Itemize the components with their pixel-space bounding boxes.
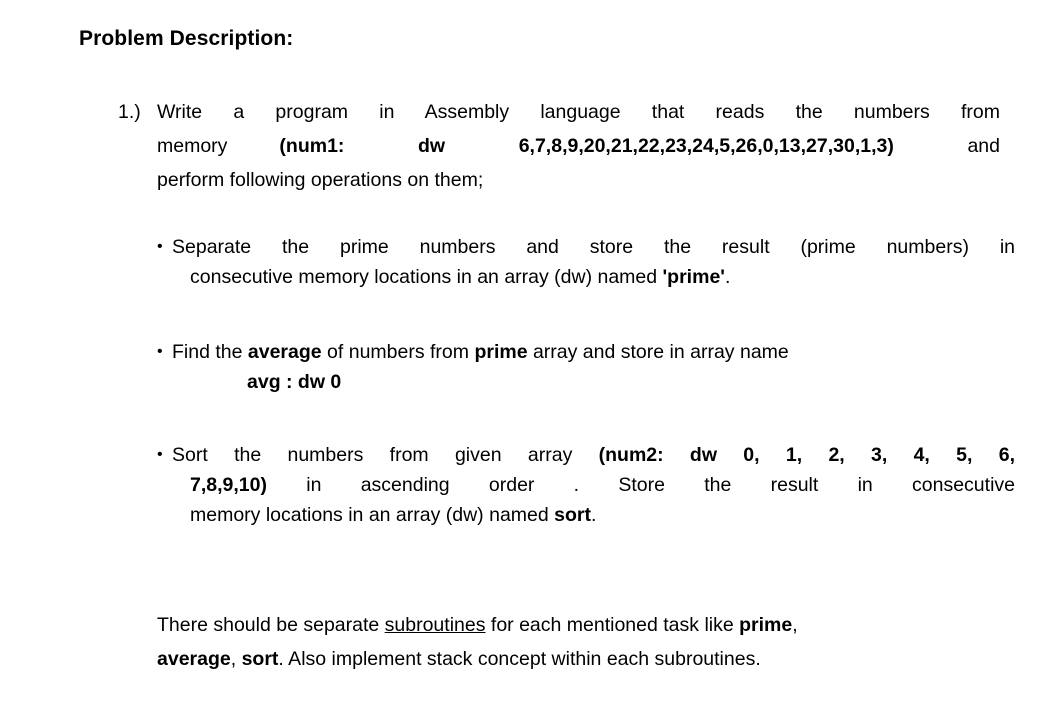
- numbered-item-line-2: memory (num1: dw 6,7,8,9,20,21,22,23,24,5…: [157, 129, 1000, 163]
- numbered-item-1: 1.) Write a program in Assembly language…: [118, 95, 1000, 197]
- numbered-item-line-3: perform following operations on them;: [157, 169, 484, 191]
- array-and-store-text: array and store in array name: [527, 341, 789, 363]
- numbered-item-line-1: Write a program in Assembly language tha…: [157, 101, 1000, 123]
- page-title: Problem Description:: [79, 27, 294, 50]
- num2-array-definition-part2: 7,8,9,10): [190, 474, 267, 496]
- closing-line-2: average, sort. Also implement stack conc…: [157, 642, 1000, 676]
- bullet-prime-line-2-text: consecutive memory locations in an array…: [190, 266, 663, 288]
- memory-label: memory: [157, 135, 228, 157]
- bullet-sort-period: .: [590, 504, 597, 526]
- list-number-marker: 1.): [118, 101, 141, 123]
- bullet-sort-line-3: memory locations in an array (dw) named …: [172, 500, 1015, 530]
- sort-intro-text: Sort the numbers from given array: [172, 444, 599, 466]
- spacer: [267, 474, 306, 496]
- memory-locations-text: memory locations in an array (dw) named: [190, 504, 555, 526]
- there-should-be-text: There should be separate: [157, 614, 385, 636]
- closing-comma: ,: [792, 614, 798, 636]
- and-word: and: [967, 135, 1000, 157]
- closing-line-1: There should be separate subroutines for…: [157, 608, 1000, 642]
- average-keyword: average: [247, 341, 322, 363]
- closing-paragraph: There should be separate subroutines for…: [157, 608, 1000, 676]
- of-numbers-from-text: of numbers from: [321, 341, 475, 363]
- sort-array-name: sort: [554, 504, 591, 526]
- bullet-item-average: • Find the average of numbers from prime…: [157, 337, 1015, 397]
- num2-array-definition-part1: (num2: dw 0, 1, 2, 3, 4, 5, 6,: [598, 444, 1015, 466]
- sort-keyword: sort: [241, 648, 279, 670]
- average-keyword: average: [157, 648, 231, 670]
- numbered-item-body: Write a program in Assembly language tha…: [157, 95, 1000, 197]
- bullet-item-sort: • Sort the numbers from given array (num…: [157, 440, 1015, 530]
- bullet-prime-line-1: Separate the prime numbers and store the…: [172, 236, 1015, 258]
- ascending-order-text: in ascending order . Store the result in…: [306, 474, 1015, 496]
- bullet-dot-icon: •: [157, 343, 163, 360]
- bullet-prime-period: .: [724, 266, 731, 288]
- bullet-text-sort: Sort the numbers from given array (num2:…: [172, 440, 1015, 530]
- prime-keyword: prime: [739, 614, 793, 636]
- bullet-dot-icon: •: [157, 238, 163, 255]
- prime-array-name: 'prime': [662, 266, 725, 288]
- stack-concept-text: . Also implement stack concept within ea…: [278, 648, 761, 670]
- closing-comma-2: ,: [230, 648, 242, 670]
- avg-array-definition: avg : dw 0: [247, 371, 342, 393]
- bullet-average-line-1: Find the average of numbers from prime a…: [172, 337, 1015, 367]
- line-2-suffix: [894, 135, 968, 157]
- bullet-text-prime: Separate the prime numbers and store the…: [172, 232, 1015, 292]
- bullet-item-prime: • Separate the prime numbers and store t…: [157, 232, 1015, 292]
- find-the-text: Find the: [172, 341, 248, 363]
- for-each-task-text: for each mentioned task like: [485, 614, 740, 636]
- prime-keyword: prime: [474, 341, 528, 363]
- subroutines-underlined: subroutines: [384, 614, 486, 636]
- bullet-text-average: Find the average of numbers from prime a…: [172, 337, 1015, 397]
- num1-array-definition: (num1: dw 6,7,8,9,20,21,22,23,24,5,26,0,…: [279, 135, 894, 157]
- bullet-sort-line-1: Sort the numbers from given array (num2:…: [172, 440, 1015, 470]
- bullet-prime-line-2: consecutive memory locations in an array…: [172, 262, 1015, 292]
- bullet-sort-line-2: 7,8,9,10) in ascending order . Store the…: [172, 470, 1015, 500]
- bullet-dot-icon: •: [157, 446, 163, 463]
